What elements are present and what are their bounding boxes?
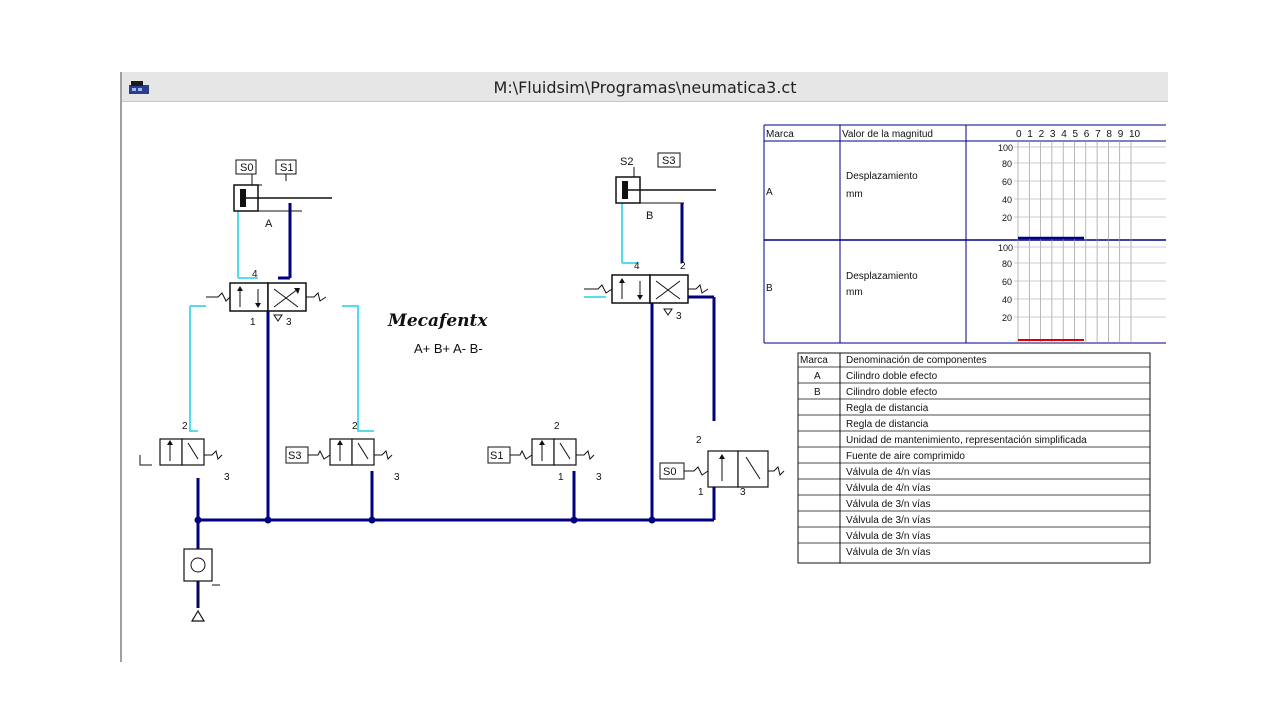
valve-3n-push-left[interactable]: 2 3 bbox=[139, 421, 230, 483]
step-label-0: 0 bbox=[1016, 129, 1022, 140]
comp-row-name: Fuente de aire comprimido bbox=[846, 451, 965, 462]
cylinder-b-mark: B bbox=[646, 210, 653, 222]
comp-row-name: Válvula de 3/n vías bbox=[846, 547, 931, 558]
valve-s0-port-3: 3 bbox=[740, 487, 746, 498]
step-label-7: 7 bbox=[1095, 129, 1101, 140]
valve-4n-a[interactable]: 4 1 3 bbox=[206, 269, 327, 328]
pilot-lines bbox=[189, 199, 638, 432]
step-label-3: 3 bbox=[1050, 129, 1056, 140]
valve-b-port-3: 3 bbox=[676, 311, 682, 322]
valve-4n-b[interactable]: 4 2 3 bbox=[584, 261, 709, 322]
valve-left-port-2: 2 bbox=[182, 421, 188, 432]
valve-s0-port-2: 2 bbox=[696, 435, 702, 446]
pneumatic-diagram[interactable]: S0 S1 A S2 S3 B bbox=[122, 103, 1166, 662]
cylinder-a[interactable]: S0 S1 A bbox=[233, 159, 332, 230]
sensor-s0-tag bbox=[235, 159, 257, 175]
comp-row-name: Válvula de 4/n vías bbox=[846, 483, 931, 494]
valve-s1-port-1: 1 bbox=[558, 472, 564, 483]
state-row-a-tick-80: 80 bbox=[1002, 159, 1012, 169]
switch-s1-label: S1 bbox=[490, 450, 503, 462]
state-row-b-tick-100: 100 bbox=[998, 243, 1013, 253]
step-label-9: 9 bbox=[1118, 129, 1124, 140]
cylinder-a-mark: A bbox=[265, 218, 273, 230]
brand-label: Mecafentx bbox=[387, 311, 488, 331]
step-label-8: 8 bbox=[1106, 129, 1112, 140]
step-label-5: 5 bbox=[1073, 129, 1079, 140]
comp-header-mark: Marca bbox=[800, 355, 828, 366]
sensor-s2-label: S2 bbox=[620, 156, 633, 168]
title-bar[interactable]: M:\Fluidsim\Programas\neumatica3.ct bbox=[122, 72, 1168, 102]
valve-b-port-4: 4 bbox=[634, 261, 640, 272]
comp-row-name: Válvula de 3/n vías bbox=[846, 531, 931, 542]
state-row-a-tick-60: 60 bbox=[1002, 177, 1012, 187]
compressed-air-source[interactable] bbox=[190, 581, 206, 622]
valve-s0-port-1: 1 bbox=[698, 487, 704, 498]
sensor-s3-label: S3 bbox=[662, 155, 675, 167]
step-label-1: 1 bbox=[1027, 129, 1033, 140]
state-header-quantity: Valor de la magnitud bbox=[842, 129, 933, 140]
state-row-a-mark: A bbox=[766, 187, 773, 198]
state-row-a-unit: mm bbox=[846, 189, 863, 200]
state-row-b-tick-80: 80 bbox=[1002, 259, 1012, 269]
service-unit[interactable] bbox=[183, 548, 220, 586]
valve-s3-port-2: 2 bbox=[352, 421, 358, 432]
step-label-4: 4 bbox=[1061, 129, 1067, 140]
comp-row-name: Regla de distancia bbox=[846, 419, 929, 430]
comp-row-name: Válvula de 3/n vías bbox=[846, 499, 931, 510]
switch-s0-label: S0 bbox=[663, 466, 676, 478]
step-label-10: 10 bbox=[1129, 129, 1141, 140]
fluidsim-window: M:\Fluidsim\Programas\neumatica3.ct bbox=[120, 72, 1168, 662]
state-row-a-tick-40: 40 bbox=[1002, 195, 1012, 205]
state-header-mark: Marca bbox=[766, 129, 794, 140]
comp-row-name: Cilindro doble efecto bbox=[846, 387, 938, 398]
valve-a-port-4: 4 bbox=[252, 269, 258, 280]
sensor-s1-label: S1 bbox=[280, 162, 293, 174]
pressure-supply-line bbox=[196, 203, 716, 608]
state-row-a-tick-20: 20 bbox=[1002, 213, 1012, 223]
step-grid bbox=[1014, 141, 1166, 343]
step-label-2: 2 bbox=[1039, 129, 1045, 140]
step-label-6: 6 bbox=[1084, 129, 1090, 140]
sequence-label: A+ B+ A- B- bbox=[414, 341, 483, 356]
fluidsim-app-icon[interactable] bbox=[128, 80, 150, 96]
state-row-b-tick-40: 40 bbox=[1002, 295, 1012, 305]
switch-s3-label: S3 bbox=[288, 450, 301, 462]
cylinder-b[interactable]: S2 S3 B bbox=[615, 152, 716, 222]
state-row-a-quantity: Desplazamiento bbox=[846, 171, 918, 182]
valve-s1-port-3: 3 bbox=[596, 472, 602, 483]
valve-a-port-1: 1 bbox=[250, 317, 256, 328]
comp-row-name: Cilindro doble efecto bbox=[846, 371, 938, 382]
valve-3n-roller-s0[interactable]: S0 2 1 3 bbox=[659, 435, 785, 498]
comp-header-name: Denominación de componentes bbox=[846, 355, 987, 366]
comp-row-mark: B bbox=[814, 387, 821, 398]
pressure-junctions bbox=[194, 516, 656, 524]
valve-3n-roller-s1[interactable]: S1 2 1 3 bbox=[487, 421, 602, 483]
sensor-s3-tag bbox=[657, 152, 681, 168]
comp-row-name: Válvula de 3/n vías bbox=[846, 515, 931, 526]
comp-row-name: Válvula de 4/n vías bbox=[846, 467, 931, 478]
state-row-a-tick-100: 100 bbox=[998, 143, 1013, 153]
window-title: M:\Fluidsim\Programas\neumatica3.ct bbox=[493, 78, 797, 97]
valve-a-port-3: 3 bbox=[286, 317, 292, 328]
valve-b-port-2: 2 bbox=[680, 261, 686, 272]
state-row-b-quantity: Desplazamiento bbox=[846, 271, 918, 282]
state-row-b-mark: B bbox=[766, 283, 773, 294]
sensor-s0-label: S0 bbox=[240, 162, 253, 174]
state-row-b-tick-60: 60 bbox=[1002, 277, 1012, 287]
state-row-b-unit: mm bbox=[846, 287, 863, 298]
state-row-b-tick-20: 20 bbox=[1002, 313, 1012, 323]
components-table: Marca Denominación de componentes A Cilin… bbox=[797, 352, 1151, 564]
valve-s1-port-2: 2 bbox=[554, 421, 560, 432]
comp-row-name: Regla de distancia bbox=[846, 403, 929, 414]
valve-s3-port-3: 3 bbox=[394, 472, 400, 483]
comp-row-mark: A bbox=[814, 371, 821, 382]
valve-3n-roller-s3[interactable]: S3 2 3 bbox=[285, 421, 400, 483]
circuit-canvas[interactable]: S0 S1 A S2 S3 B bbox=[122, 103, 1166, 662]
valve-left-port-3: 3 bbox=[224, 472, 230, 483]
comp-row-name: Unidad de mantenimiento, representación … bbox=[846, 435, 1087, 446]
